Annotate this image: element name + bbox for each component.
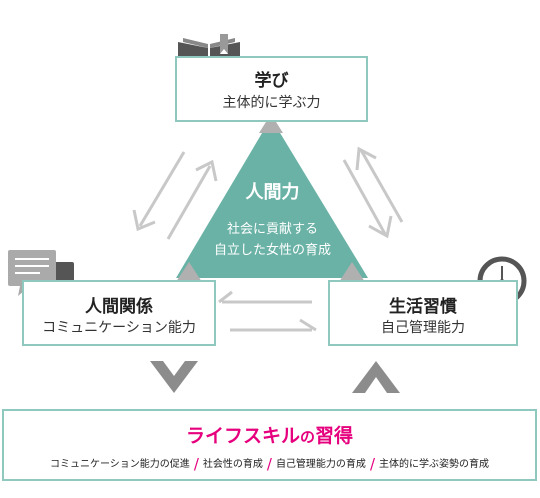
life-item: 社会性の育成 <box>202 459 263 470</box>
ningen-title: 人間関係 <box>85 297 153 317</box>
life-title-b: の <box>299 428 315 446</box>
slash-separator: / <box>369 455 375 473</box>
corner-marker-top <box>259 114 283 133</box>
life-item: 主体的に学ぶ姿勢の育成 <box>379 459 489 470</box>
life-title-c: 習得 <box>315 425 354 447</box>
life-title-a: ライフスキル <box>185 425 300 447</box>
manabi-title: 学び <box>254 71 289 91</box>
life-skill-items: コミュニケーション能力の促進/社会性の育成/自己管理能力の育成/主体的に学ぶ姿勢… <box>4 455 535 473</box>
life-skill-box: ライフスキルの習得 コミュニケーション能力の促進/社会性の育成/自己管理能力の育… <box>2 409 537 481</box>
corner-marker-right <box>339 262 365 282</box>
manabi-box: 学び 主体的に学ぶ力 <box>175 56 368 122</box>
center-line1: 社会に貢献する <box>226 222 318 237</box>
seikatsu-box: 生活習慣 自己管理能力 <box>328 280 518 346</box>
chevron-up-icon <box>352 361 400 393</box>
arrows-bottom <box>218 290 317 332</box>
life-item: コミュニケーション能力の促進 <box>50 459 190 470</box>
life-item: 自己管理能力の育成 <box>275 459 366 470</box>
life-skill-title: ライフスキルの習得 <box>4 421 535 448</box>
seikatsu-subtitle: 自己管理能力 <box>381 320 465 336</box>
seikatsu-title: 生活習慣 <box>389 297 457 317</box>
arrows-left <box>132 151 218 240</box>
chevron-down-icon <box>150 361 198 393</box>
ningen-box: 人間関係 コミュニケーション能力 <box>22 280 216 346</box>
slash-separator: / <box>266 455 272 473</box>
ningen-subtitle: コミュニケーション能力 <box>42 320 196 336</box>
manabi-subtitle: 主体的に学ぶ力 <box>222 95 321 111</box>
arrows-right <box>342 146 404 239</box>
center-text: 人間力 社会に貢献する 自立した女性の育成 <box>180 178 365 258</box>
central-triangle <box>176 118 368 278</box>
center-line2: 自立した女性の育成 <box>213 243 331 258</box>
slash-separator: / <box>193 455 199 473</box>
center-title: 人間力 <box>245 182 300 203</box>
corner-marker-left <box>176 262 202 282</box>
